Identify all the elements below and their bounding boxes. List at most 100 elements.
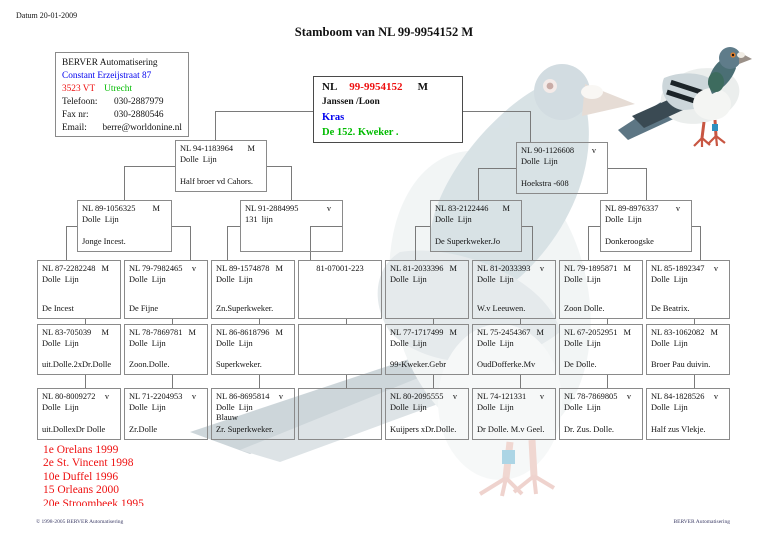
sex-indicator: v	[278, 392, 283, 401]
comment: uit.Dolle.2xDr.Dolle	[42, 360, 112, 370]
sex-indicator: v	[626, 392, 631, 401]
sex-indicator: M	[275, 328, 283, 337]
connector-line	[692, 226, 700, 227]
strain-name: Dolle Lijn	[82, 214, 119, 224]
comment: uit.DollexDr Dolle	[42, 425, 106, 435]
ring-number: NL 80-2095555	[390, 392, 444, 401]
connector-line	[607, 375, 608, 388]
comment: OudDofferke.Mv	[477, 360, 536, 370]
ring-number: NL 67-2052951	[564, 328, 618, 337]
ring-number: NL 94-1183964	[180, 144, 234, 153]
strain-name: Dolle Lijn	[477, 274, 514, 284]
connector-line	[66, 226, 67, 260]
ring-number: NL 84-1828526	[651, 392, 705, 401]
strain-name: 131 lijn	[245, 214, 273, 224]
owner-name: Janssen /Loon	[322, 97, 380, 108]
ring-number: NL 89-1574878	[216, 264, 270, 273]
connector-line	[588, 226, 589, 260]
connector-line	[66, 226, 77, 227]
comment: Zr.Dolle	[129, 425, 158, 435]
sex-indicator: v	[191, 392, 196, 401]
strain-name: Dolle Lijn	[477, 338, 514, 348]
connector-line	[172, 375, 173, 388]
strain-name: Dolle Lijn	[180, 154, 217, 164]
comment: Zr. Superkweker.	[216, 425, 274, 435]
phone-label: Telefoon:	[62, 97, 98, 107]
comment: Zoon Dolle.	[564, 304, 605, 314]
connector-line	[433, 375, 434, 388]
comment: De Beatrix.	[651, 304, 690, 314]
ring-number: NL 83-1062082	[651, 328, 705, 337]
owner-card-postal: 3523 VT	[62, 84, 96, 94]
connector-line	[85, 319, 86, 324]
comment: De Dolle.	[564, 360, 597, 370]
connector-line	[85, 375, 86, 388]
connector-line	[346, 319, 347, 324]
strain-name: Dolle Lijn	[129, 338, 166, 348]
sex-indicator: v	[191, 264, 196, 273]
sex-indicator: M	[275, 264, 283, 273]
strain-name: Dolle Lijn	[216, 274, 253, 284]
strain-name: Dolle Lijn	[216, 338, 253, 348]
sex-indicator: M	[449, 264, 457, 273]
sex-indicator: M	[247, 144, 255, 153]
ring-number: NL 79-7982465	[129, 264, 183, 273]
connector-line	[124, 166, 175, 167]
connector-line	[310, 226, 311, 260]
comment: Half zus Vlekje.	[651, 425, 706, 435]
strain-name: Dolle Lijn	[651, 338, 688, 348]
result-line: 1e Orelans 1999	[43, 444, 119, 456]
strain-name: Dolle Lijn	[42, 338, 79, 348]
comment: De Fijne	[129, 304, 159, 314]
sex-indicator: v	[452, 392, 457, 401]
footer-copyright: © 1998-2005 BERVER Automatisering	[36, 519, 124, 525]
connector-line	[415, 226, 430, 227]
pigeon-comment: De 152. Kweker .	[322, 126, 399, 138]
sex-indicator: M	[623, 328, 631, 337]
ring-number: NL 78-7869781	[129, 328, 183, 337]
strain-name: Dolle Lijn	[477, 402, 514, 412]
ring-number: NL 85-1892347	[651, 264, 705, 273]
sex-indicator: M	[188, 328, 196, 337]
sex-indicator: M	[449, 328, 457, 337]
connector-line	[215, 111, 216, 140]
page-title: Stamboom van NL 99-9954152 M	[294, 25, 474, 39]
connector-line	[520, 375, 521, 388]
pedigree-box	[298, 388, 382, 440]
ring-number: NL 81-2033393	[477, 264, 531, 273]
strain-name: Dolle Lijn	[216, 402, 253, 412]
strain-name: Dolle Lijn	[42, 274, 79, 284]
connector-line	[478, 168, 479, 200]
connector-line	[478, 168, 516, 169]
owner-card-city: Utrecht	[104, 84, 133, 94]
color-note: Blauw	[216, 413, 238, 423]
strain-name: Dolle Lijn	[390, 274, 427, 284]
ring-number: 81-07001-223	[316, 264, 364, 273]
comment: Zn.Superkweker.	[216, 304, 274, 314]
connector-line	[124, 166, 125, 200]
strain-name: Dolle Lijn	[605, 214, 642, 224]
ring-number: NL 91-2884995	[245, 204, 299, 213]
race-results: 1e Orelans 1999 2e St. Vincent 1998 10e …	[43, 444, 263, 506]
email-label: Email:	[62, 123, 87, 133]
sex-indicator: v	[104, 392, 109, 401]
strain-name: Dolle Lijn	[564, 338, 601, 348]
result-line: 10e Duffel 1996	[43, 470, 119, 483]
connector-line	[346, 375, 347, 388]
connector-line	[215, 111, 313, 112]
ring-number: NL 90-1126608	[521, 146, 575, 155]
connector-line	[522, 226, 532, 227]
connector-line	[172, 226, 190, 227]
